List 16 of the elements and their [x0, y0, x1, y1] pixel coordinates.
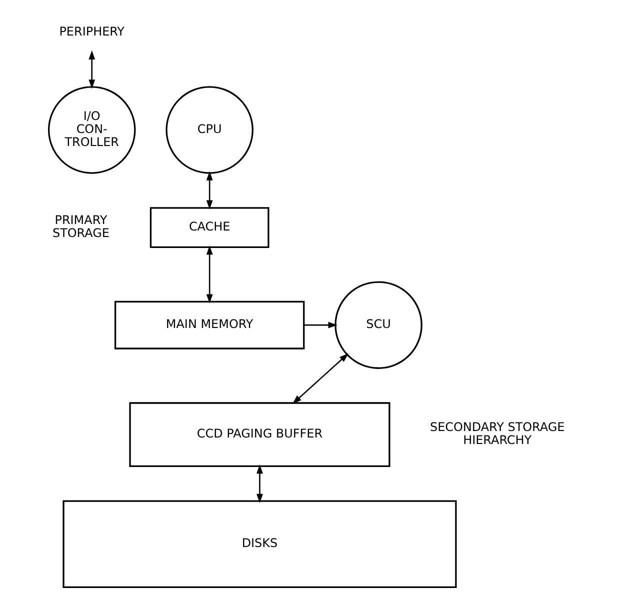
node-circle: SCU — [334, 281, 422, 369]
node-box: DISKS — [62, 500, 457, 588]
node-circle: CPU — [166, 86, 254, 174]
node-circle: I/O CON- TROLLER — [48, 86, 136, 174]
arrow — [206, 245, 213, 304]
node-box: MAIN MEMORY — [114, 300, 305, 350]
node-box: CACHE — [150, 207, 270, 248]
arrow — [304, 322, 338, 328]
label: PRIMARY STORAGE — [52, 213, 110, 240]
arrow — [256, 464, 263, 504]
node-text: PERIPHERY — [59, 24, 125, 38]
arrow — [88, 50, 96, 89]
node-box: CCD PAGING BUFFER — [129, 402, 390, 468]
label: SECONDARY STORAGE HIERARCHY — [430, 420, 565, 448]
arrow — [206, 171, 213, 210]
arrow — [292, 353, 348, 404]
